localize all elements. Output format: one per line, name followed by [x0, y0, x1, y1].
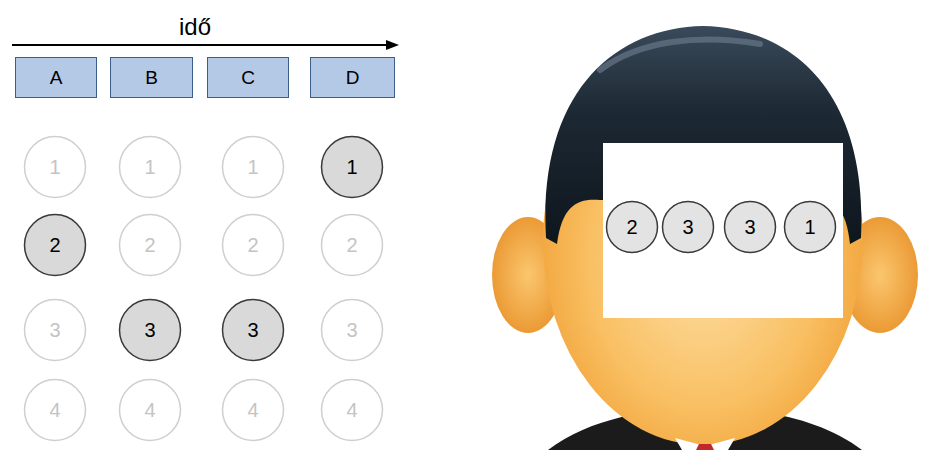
- node-text: 3: [682, 217, 693, 237]
- node-text: 4: [247, 400, 258, 420]
- option-circle: 1: [221, 135, 285, 199]
- node-text: 1: [247, 157, 258, 177]
- circle-shape: [663, 202, 714, 253]
- option-circle: 4: [118, 378, 182, 442]
- option-circle: 2: [320, 213, 384, 277]
- column-header: A: [15, 57, 97, 98]
- chosen-option: 2: [23, 213, 87, 277]
- column-header: C: [207, 57, 289, 98]
- circle-shape: [322, 300, 383, 361]
- node-text: 4: [144, 400, 155, 420]
- thought-panel: [603, 143, 843, 318]
- remembered-option: 3: [723, 200, 777, 254]
- node-text: 2: [49, 235, 60, 255]
- node-text: 3: [744, 217, 755, 237]
- node-text: 3: [346, 320, 357, 340]
- remembered-option: 3: [661, 200, 715, 254]
- circle-shape: [120, 380, 181, 441]
- arrow-head: [386, 40, 399, 50]
- circle-shape: [223, 137, 284, 198]
- tie: [696, 444, 714, 450]
- axis-label: idő: [150, 13, 240, 41]
- node-text: 1: [346, 157, 357, 177]
- node-text: 3: [144, 320, 155, 340]
- circle-shape: [25, 137, 86, 198]
- node-text: 4: [49, 400, 60, 420]
- chosen-option: 1: [320, 135, 384, 199]
- option-circle: 4: [320, 378, 384, 442]
- hair-shine: [600, 40, 760, 70]
- circle-shape: [223, 215, 284, 276]
- circle-shape: [322, 137, 383, 198]
- node-text: 2: [144, 235, 155, 255]
- node-text: 1: [804, 217, 815, 237]
- node-text: B: [145, 68, 158, 87]
- option-circle: 2: [118, 213, 182, 277]
- circle-shape: [25, 380, 86, 441]
- node-text: 2: [247, 235, 258, 255]
- node-text: A: [50, 68, 63, 87]
- node-text: C: [241, 68, 255, 87]
- circle-shape: [120, 215, 181, 276]
- node-text: 1: [144, 157, 155, 177]
- collar: [675, 438, 735, 450]
- remembered-option: 1: [783, 200, 837, 254]
- chosen-option: 3: [118, 298, 182, 362]
- circle-shape: [223, 300, 284, 361]
- node-text: 3: [247, 320, 258, 340]
- option-circle: 3: [320, 298, 384, 362]
- column-header: D: [310, 57, 395, 98]
- circle-shape: [322, 380, 383, 441]
- remembered-option: 2: [605, 200, 659, 254]
- node-text: 1: [49, 157, 60, 177]
- node-text: 2: [626, 217, 637, 237]
- column-header: B: [110, 57, 193, 98]
- circle-shape: [120, 137, 181, 198]
- option-circle: 4: [221, 378, 285, 442]
- node-text: 3: [49, 320, 60, 340]
- option-circle: 1: [23, 135, 87, 199]
- option-circle: 4: [23, 378, 87, 442]
- circle-shape: [785, 202, 836, 253]
- circle-shape: [607, 202, 658, 253]
- circle-shape: [120, 300, 181, 361]
- chosen-option: 3: [221, 298, 285, 362]
- option-circle: 1: [118, 135, 182, 199]
- circle-shape: [725, 202, 776, 253]
- node-text: 2: [346, 235, 357, 255]
- circle-shape: [223, 380, 284, 441]
- circle-shape: [25, 300, 86, 361]
- option-circle: 3: [23, 298, 87, 362]
- node-text: 4: [346, 400, 357, 420]
- time-axis: [12, 44, 388, 46]
- circle-shape: [322, 215, 383, 276]
- node-text: D: [346, 68, 360, 87]
- circle-shape: [25, 215, 86, 276]
- option-circle: 2: [221, 213, 285, 277]
